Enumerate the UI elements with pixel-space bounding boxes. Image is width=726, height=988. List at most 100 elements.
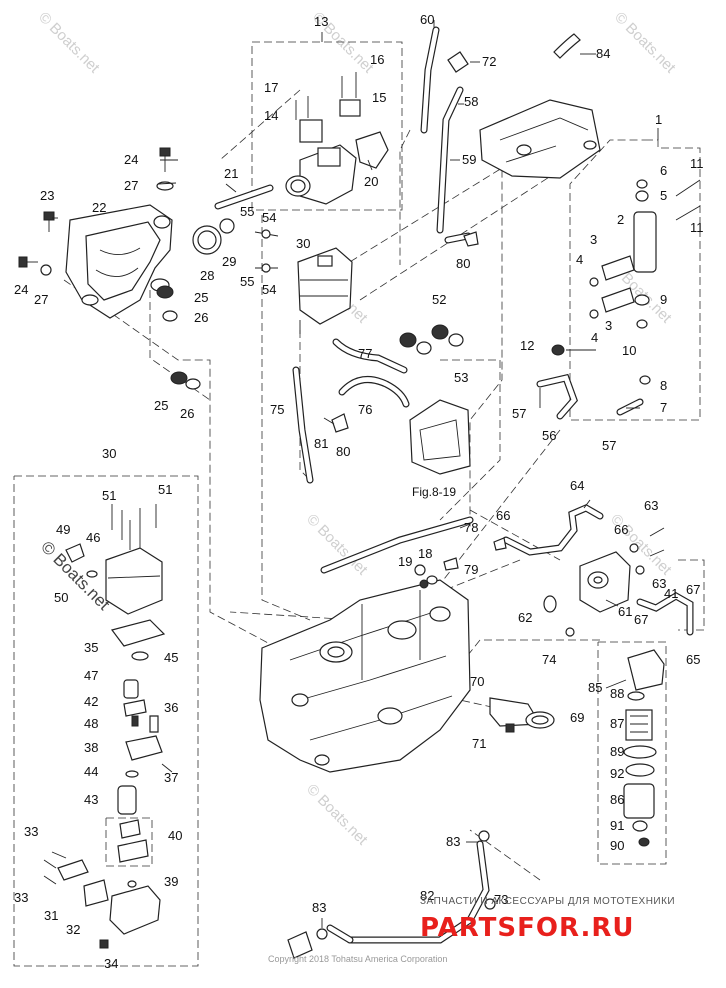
callout-label: 37 (164, 770, 178, 785)
callout-label: 58 (464, 94, 478, 109)
callout-label: 26 (194, 310, 208, 325)
callout-leaders (52, 20, 659, 928)
callout-label: 3 (605, 318, 612, 333)
hose-59-60 (420, 26, 472, 244)
callout-label: 34 (104, 956, 118, 971)
callout-label: 25 (194, 290, 208, 305)
callout-label: 28 (200, 268, 214, 283)
watermark-text: © Boats.net (35, 9, 103, 77)
callout-label: 64 (570, 478, 584, 493)
callout-label: 66 (614, 522, 628, 537)
shop-logo: PARTSFOR.RU (420, 913, 634, 943)
hose-21 (214, 184, 274, 210)
callout-label: 21 (224, 166, 238, 181)
callout-label: 5 (660, 188, 667, 203)
callout-label: 83 (446, 834, 460, 849)
callout-label: 11 (690, 220, 704, 235)
callout-label: 73 (494, 892, 508, 907)
callout-label: 54 (262, 210, 276, 225)
footer: Copyright 2018 Tohatsu America Corporati… (268, 896, 675, 964)
callout-label: 3 (590, 232, 597, 247)
hose-64-65 (493, 504, 694, 636)
callout-label: 29 (222, 254, 236, 269)
callout-label: 83 (312, 900, 326, 915)
callout-label: 60 (420, 12, 434, 27)
callout-label: 45 (164, 650, 178, 665)
separator-grommets (399, 324, 464, 355)
callout-label: 62 (518, 610, 532, 625)
callout-label: 11 (690, 156, 704, 171)
callout-label: 67 (686, 582, 700, 597)
callout-label: 92 (610, 766, 624, 781)
callout-label: 26 (180, 406, 194, 421)
callout-label: 80 (336, 444, 350, 459)
callout-label: 31 (44, 908, 58, 923)
callout-label: 12 (520, 338, 534, 353)
callout-label: 47 (84, 668, 98, 683)
inlet-manifold (65, 204, 173, 319)
callout-label: 9 (660, 292, 667, 307)
callout-label: 23 (40, 188, 54, 203)
hose-82 (287, 830, 496, 959)
callout-label: 51 (158, 482, 172, 497)
callout-label: 18 (418, 546, 432, 561)
callout-label: 56 (542, 428, 556, 443)
air-silencer (479, 99, 601, 179)
callout-label: 10 (622, 343, 636, 358)
callout-label: 40 (168, 828, 182, 843)
callout-label: 80 (456, 256, 470, 271)
hose-78 (320, 516, 474, 589)
callout-label: 87 (610, 716, 624, 731)
watermark-text: © Boats.net (611, 9, 679, 77)
callout-label: 19 (398, 554, 412, 569)
callout-label: 20 (364, 174, 378, 189)
callout-label: 32 (66, 922, 80, 937)
callout-label: 63 (644, 498, 658, 513)
callout-label: 16 (370, 52, 384, 67)
fuel-pump (543, 527, 665, 613)
callout-label: 41 (664, 586, 678, 601)
group-frames (13, 41, 705, 967)
callout-label: 55 (240, 204, 254, 219)
vapor-separator (297, 247, 353, 334)
callout-label: 67 (634, 612, 648, 627)
callout-label: 63 (652, 576, 666, 591)
callout-label: 6 (660, 163, 667, 178)
callout-label: 61 (618, 604, 632, 619)
callout-label: 38 (84, 740, 98, 755)
callout-label: 27 (34, 292, 48, 307)
callout-label: 69 (570, 710, 584, 725)
fuel-joint (551, 179, 701, 385)
callout-label: 15 (372, 90, 386, 105)
callout-label: 25 (154, 398, 168, 413)
callout-label: 59 (462, 152, 476, 167)
callout-label: 88 (610, 686, 624, 701)
callout-label: 39 (164, 874, 178, 889)
clips-80-81 (323, 231, 479, 433)
callout-label: 55 (240, 274, 254, 289)
watermark-text: © Boats.net (303, 781, 371, 849)
callout-label: 50 (54, 590, 68, 605)
fig-inset: Fig.8-19 (409, 399, 471, 499)
callout-label: 30 (296, 236, 310, 251)
callout-label: 76 (358, 402, 372, 417)
callout-label: 51 (102, 488, 116, 503)
callout-label: 70 (470, 674, 484, 689)
copyright-text: Copyright 2018 Tohatsu America Corporati… (268, 954, 447, 964)
callout-label: 33 (24, 824, 38, 839)
callout-label: 71 (472, 736, 486, 751)
watermark-text: © Boats.net (303, 511, 371, 579)
callout-label: 78 (464, 520, 478, 535)
callout-label: 72 (482, 54, 496, 69)
callout-label: 79 (464, 562, 478, 577)
separator-breakdown (43, 504, 173, 949)
callout-label: 85 (588, 680, 602, 695)
callout-label: 33 (14, 890, 28, 905)
callout-label: 13 (314, 14, 328, 29)
callout-label: 27 (124, 178, 138, 193)
callout-label: 2 (617, 212, 624, 227)
callout-label: 66 (496, 508, 510, 523)
callout-label: 1 (655, 112, 662, 127)
callout-label: 17 (264, 80, 278, 95)
